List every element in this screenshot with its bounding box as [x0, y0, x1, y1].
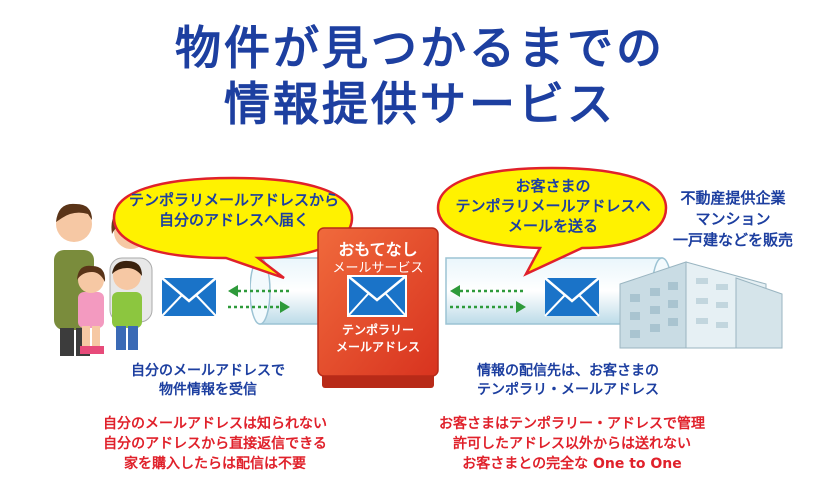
left-caption: 自分のメールアドレスで 物件情報を受信 — [98, 362, 318, 400]
right-point-2: 許可したアドレス以外からは送れない — [453, 436, 691, 452]
right-points: お客さまはテンポラリー・アドレスで管理 許可したアドレス以外からは送れない お客… — [422, 414, 722, 474]
mail-service-device — [317, 227, 439, 388]
page-title-line2: 情報提供サービス — [224, 77, 616, 131]
company-line1: 不動産提供企業 — [680, 189, 786, 207]
right-point-3: お客さまとの完全な One to One — [462, 456, 682, 472]
right-speech-bubble — [436, 166, 668, 277]
left-speech-bubble — [112, 176, 354, 280]
right-caption-line2: テンポラリ・メールアドレス — [477, 382, 659, 398]
left-bubble-text: テンポラリメールアドレスから 自分のアドレスへ届く — [118, 190, 350, 230]
envelope-icon-right — [544, 277, 600, 317]
left-point-1: 自分のメールアドレスは知られない — [103, 416, 327, 432]
envelope-icon — [161, 277, 217, 317]
device-subtitle: メールサービス — [332, 261, 424, 276]
building-illustration — [619, 261, 783, 349]
left-bubble-line2: 自分のアドレスへ届く — [158, 211, 309, 229]
right-bubble-text: お客さまの テンポラリメールアドレスへ メールを送る — [442, 176, 664, 236]
right-bubble-line3: メールを送る — [507, 217, 598, 235]
right-caption: 情報の配信先は、お客さまの テンポラリ・メールアドレス — [450, 362, 686, 400]
left-point-3: 家を購入したらは配信は不要 — [124, 456, 306, 472]
double-arrow-icon-right — [450, 285, 526, 313]
left-caption-line1: 自分のメールアドレスで — [131, 363, 285, 379]
company-line3: 一戸建などを販売 — [672, 231, 793, 249]
left-points: 自分のメールアドレスは知られない 自分のアドレスから直接返信できる 家を購入した… — [90, 414, 340, 474]
device-label: テンポラリー メールアドレス — [318, 322, 438, 356]
company-line2: マンション — [695, 210, 771, 228]
left-caption-line2: 物件情報を受信 — [159, 382, 257, 398]
device-title: おもてなし — [338, 240, 418, 259]
right-caption-line1: 情報の配信先は、お客さまの — [477, 363, 659, 379]
double-arrow-icon — [228, 285, 290, 313]
left-point-2: 自分のアドレスから直接返信できる — [103, 436, 327, 452]
company-description: 不動産提供企業 マンション 一戸建などを販売 — [648, 188, 818, 251]
device-label-line2: メールアドレス — [335, 340, 420, 354]
family-illustration — [54, 203, 153, 356]
device-label-line1: テンポラリー — [341, 323, 414, 337]
page-title-line1: 物件が見つかるまでの — [175, 21, 665, 75]
right-bubble-line1: お客さまの — [515, 177, 591, 195]
right-bubble-line2: テンポラリメールアドレスへ — [455, 197, 651, 215]
left-bubble-line1: テンポラリメールアドレスから — [128, 191, 339, 209]
right-point-1: お客さまはテンポラリー・アドレスで管理 — [439, 416, 705, 432]
